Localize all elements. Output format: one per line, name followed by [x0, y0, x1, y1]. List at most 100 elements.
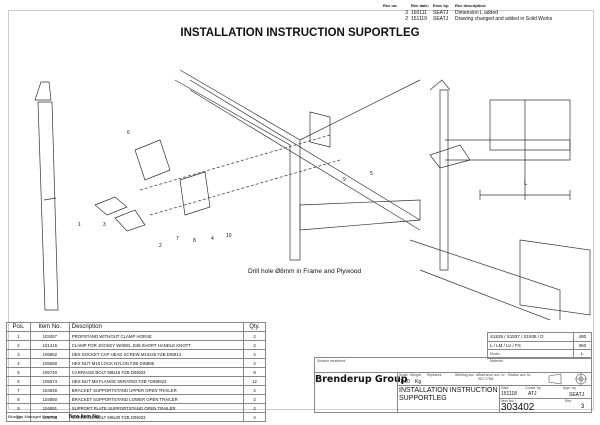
text-label: 3 — [405, 9, 408, 16]
drill-note: Drill hole Ø8mm in Frame and Plywood — [248, 268, 362, 275]
title-block: Surface treatment: Material: Brenderup G… — [314, 357, 592, 413]
text-label: Item No: — [501, 399, 515, 403]
text-label: 8 — [243, 367, 266, 377]
scale-value: 1:10 — [400, 379, 410, 385]
balloon: 4 — [211, 236, 214, 242]
text-label: 2 — [243, 331, 266, 341]
text-label: CARRIAGE BOLT M8x30 FZB DIN603 — [68, 412, 245, 422]
text-label: CARRIAGE BOLT M8x16 FZB DIN603 — [68, 367, 245, 377]
projection-symbol-icon — [548, 373, 587, 385]
surface-label: Surface treatment: — [317, 359, 346, 363]
text-label: 4 — [243, 412, 266, 422]
text-label: HEX SOCKET CAP HEAD SCREW M10x25 FZB DIN… — [68, 349, 245, 359]
text-label: 8 — [6, 394, 31, 404]
propstand-illustration — [34, 81, 59, 311]
balloon: 1 — [78, 222, 81, 228]
text-label: HEX NUT M10 LOCK NYLON FZB DIN985 — [68, 358, 245, 368]
text-label: 12 — [243, 376, 266, 386]
text-label: 2 — [243, 403, 266, 413]
text-label: SEATJ — [569, 392, 585, 398]
item-number: 303402 — [501, 402, 535, 413]
text-label: 5 — [6, 367, 31, 377]
text-label: Scale — [399, 373, 408, 377]
revision-value: 3 — [581, 404, 585, 410]
drawing-frame — [8, 10, 594, 410]
text-label: Description — [68, 322, 245, 332]
page-title: INSTALLATION INSTRUCTION SUPORTLEG — [180, 27, 420, 39]
revision-table: Rev no:Rev date:Exec by:Rev description:… — [383, 3, 552, 23]
text-label: Pos. — [6, 322, 31, 332]
bracket-illustration — [94, 111, 341, 232]
date-value: 151118 — [501, 391, 517, 397]
side-view-illustration — [409, 79, 591, 320]
balloon: 7 — [176, 236, 179, 242]
text-label: BRACKET SUPPORTSTAND LOWER OPEN TRAILER — [68, 394, 245, 404]
text-label: 6 — [6, 376, 31, 386]
company-logo: Brenderup Group — [315, 374, 408, 385]
text-label: HEX NUT M8 FLANGE SERATED FZB *DIN6923 — [68, 376, 245, 386]
trailer-frame-illustration — [174, 69, 421, 261]
text-label: Replaces — [427, 373, 442, 377]
text-label: 105574 — [29, 376, 70, 386]
text-label: 2 — [6, 340, 31, 350]
text-label: 4 — [243, 349, 266, 359]
text-label: S1535 / S1537 / S1938 / D — [487, 332, 574, 342]
text-label: 2 — [243, 394, 266, 404]
text-label: L / LM / LV / FS — [487, 340, 574, 350]
text-label: Date — [501, 386, 509, 390]
balloon: 8 — [193, 238, 196, 244]
text-label: 1 — [6, 331, 31, 341]
text-label: Drawing changed and added in Solid Works — [455, 16, 553, 22]
text-label: 2 — [243, 385, 266, 395]
text-label: SUPPORT PLATE SUPPORTSTAND OPEN TRAILER — [68, 403, 245, 413]
rev-header: Rev no: — [383, 3, 398, 8]
text-label: 9 — [6, 403, 31, 413]
material-label: Material: — [490, 359, 504, 363]
text-label: SEATJ — [433, 16, 449, 22]
balloon: 10 — [226, 233, 232, 239]
text-label: Dimension L added — [455, 9, 498, 16]
drawing-title: INSTALLATION INSTRUCTION SUPPORTLEG — [399, 387, 498, 402]
text-label: 104851 — [29, 403, 70, 413]
text-label: Appr. by — [563, 386, 576, 390]
dimension-label: L — [524, 181, 528, 187]
text-label: Qty. — [243, 322, 266, 332]
text-label: 350 — [572, 340, 593, 350]
managed-label: BlueStar Managed Drawing — [8, 414, 57, 419]
text-label: ATJ — [528, 391, 537, 397]
text-label: SEATJ — [433, 9, 449, 16]
rev-header: Rev description: — [455, 3, 487, 8]
text-label: Tolerance acc. to ISO 2768: — [478, 373, 505, 381]
text-label: 101415 — [29, 340, 70, 350]
footer: BlueStar Managed Drawing New Item No: — [8, 414, 101, 420]
balloon: 3 — [103, 222, 106, 228]
text-label: Item No. — [29, 322, 70, 332]
text-label: Constr. by — [525, 386, 541, 390]
text-label: 2 — [243, 340, 266, 350]
text-label: Rev. — [565, 399, 572, 403]
text-label: 105740 — [29, 367, 70, 377]
new-item-label: New Item No: — [68, 414, 101, 420]
text-label: 104850 — [29, 394, 70, 404]
balloon: 2 — [159, 243, 162, 249]
text-label: 480 — [572, 332, 593, 342]
weight-value: Kg — [415, 379, 422, 385]
text-label: Welding acc. to: — [455, 373, 480, 377]
text-label: 105558 — [29, 358, 70, 368]
text-label: 151119 — [411, 16, 427, 22]
text-label: PROPSTAND WITHOUT CLAMP HORSE — [68, 331, 245, 341]
